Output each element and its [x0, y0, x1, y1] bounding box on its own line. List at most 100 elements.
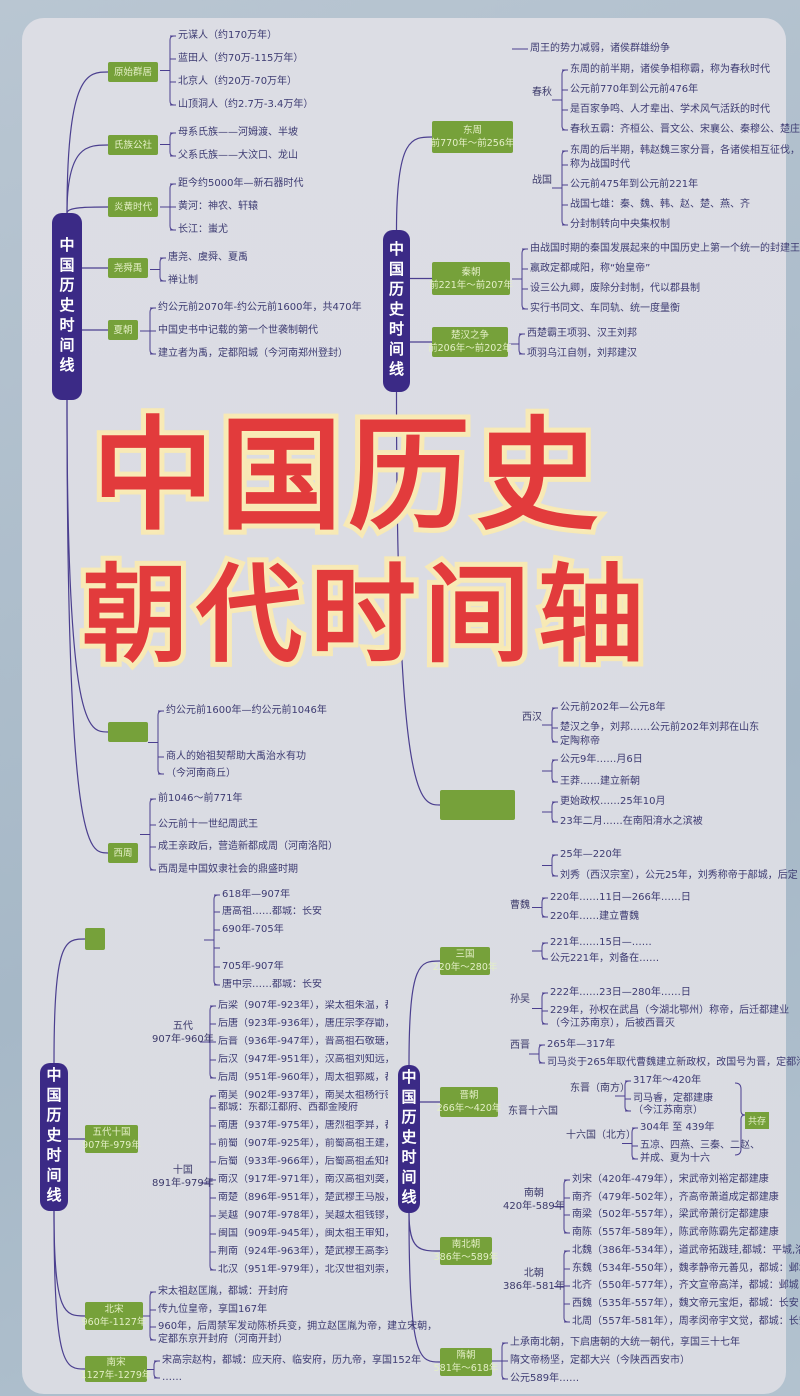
event-item: 项羽乌江自刎，刘邦建汉 — [527, 348, 637, 359]
sub-period-label: 春秋 — [532, 86, 552, 99]
sub-period-name: 东晋十六国 — [508, 1106, 558, 1117]
event-item: 宋高宗赵构，都城：应天府、临安府，历九帝，享国152年 — [162, 1355, 422, 1366]
dynasty-node: 尧舜禹 — [108, 258, 148, 278]
event-item: 母系氏族——河姆渡、半坡 — [178, 127, 298, 138]
sub-period-name: 春秋 — [532, 87, 552, 98]
dynasty-node: 三国 220年～280年 — [433, 947, 497, 975]
period-range: 前770年～前256年 — [430, 138, 515, 149]
event-item: 东周的后半期，韩赵魏三家分晋，各诸侯相互征伐， — [570, 145, 800, 156]
period-range: 891年-979年 — [152, 1178, 214, 1189]
event-item: 更始政权……25年10月 — [560, 796, 666, 807]
event-item: 西楚霸王项羽、汉王刘邦 — [527, 328, 637, 339]
event-item: 南梁（502年-557年），梁武帝萧衍定都建康 — [572, 1209, 769, 1220]
event-item: 后梁（907年-923年），梁太祖朱温，都城：开封 — [218, 1000, 388, 1011]
period-range: 220年～280年 — [432, 962, 498, 973]
event-item: 北周（557年-581年），周孝闵帝宇文觉，都城：长安 — [572, 1316, 800, 1327]
event-item: 蓝田人（约70万-115万年） — [178, 53, 304, 64]
event-item: 周王的势力减弱，诸侯群雄纷争 — [530, 43, 670, 54]
event-item: 304年 至 439年 — [640, 1122, 715, 1133]
event-item: 分封制转向中央集权制 — [570, 219, 670, 230]
sub-period-name: 战国 — [532, 175, 552, 186]
period-range: 前221年～前207年 — [429, 279, 513, 291]
event-item: 上承南北朝，下启唐朝的大统一朝代，享国三十七年 — [510, 1337, 740, 1348]
dynasty-node: 夏朝 — [108, 320, 138, 340]
event-item: 隋文帝杨坚，定都大兴（今陕西西安市） — [510, 1355, 690, 1366]
dynasty-node — [108, 722, 148, 742]
event-item: 是百家争鸣、人才辈出、学术风气活跃的时代 — [570, 104, 770, 115]
event-item: 楚汉之争，刘邦……公元前202年刘邦在山东 — [560, 722, 760, 733]
dynasty-node — [440, 790, 515, 820]
event-item: 南唐（937年-975年），唐烈祖李昪，都城：江宁府 — [218, 1120, 388, 1131]
dynasty-name: 五代十国 — [92, 1127, 131, 1138]
event-item: 公元前十一世纪周武王 — [158, 819, 258, 830]
sub-period-label: 东晋（南方） — [570, 1082, 630, 1095]
event-item: 山顶洞人（约2.7万-3.4万年） — [178, 99, 314, 110]
event-item: 23年二月……在南阳淯水之滨被 — [560, 816, 703, 827]
period-range: 386年-581年 — [503, 1281, 565, 1292]
event-item: 约公元前2070年-约公元前1600年，共470年 — [158, 302, 362, 313]
coexist-badge: 共存 — [745, 1112, 770, 1129]
event-item: 25年—220年 — [560, 849, 622, 860]
sub-period-label: 东晋十六国 — [508, 1105, 558, 1118]
event-item: 618年—907年 — [222, 889, 291, 900]
event-item: 690年-705年 — [222, 924, 284, 935]
event-item: 后周（951年-960年），周太祖郭威，都城：开封 — [218, 1072, 388, 1083]
dynasty-name: 隋朝 — [456, 1350, 476, 1361]
timeline-root: 中国历史时间线 — [398, 1065, 420, 1213]
event-item: 称为战国时代 — [570, 159, 630, 170]
event-item: 960年，后周禁军发动陈桥兵变，拥立赵匡胤为帝，建立宋朝， — [158, 1321, 438, 1332]
event-item: 317年～420年 — [633, 1075, 702, 1086]
event-item: 传九位皇帝，享国167年 — [158, 1304, 268, 1315]
event-item: 设三公九卿，废除分封制，代以郡县制 — [530, 283, 700, 294]
event-item: 唐中宗……都城：长安 — [222, 979, 322, 990]
period-range: 266年～420年 — [436, 1103, 502, 1114]
dynasty-node: 东周前770年～前256年 — [430, 121, 515, 153]
event-item: 北汉（951年-979年），北汉世祖刘崇，太原府 — [218, 1264, 388, 1275]
event-item: 北齐（550年-577年），齐文宣帝高洋，都城：邺城 — [572, 1280, 799, 1291]
event-item: 东周的前半期，诸侯争相称霸，称为春秋时代 — [570, 64, 770, 75]
dynasty-node: 楚汉之争前206年～前202年 — [428, 327, 512, 357]
dynasty-name: 南北朝 — [451, 1239, 481, 1250]
event-item: 中国史书中记载的第一个世袭制朝代 — [158, 325, 318, 336]
timeline-root: 中国历史时间线 — [383, 230, 410, 392]
sub-period-label: 北朝 386年-581年 — [503, 1267, 565, 1293]
event-item: 王莽……建立新朝 — [560, 776, 640, 787]
dynasty-name: 晋朝 — [459, 1090, 479, 1101]
event-item: …… — [162, 1372, 182, 1383]
dynasty-node: 西周 — [108, 843, 138, 863]
dynasty-name: 原始群居 — [113, 66, 152, 78]
event-item: 前蜀（907年-925年），前蜀高祖王建，都城：成都 — [218, 1138, 388, 1149]
event-item: （今江苏南京） — [633, 1105, 703, 1116]
event-item: 东魏（534年-550年），魏孝静帝元善见，都城：邺城 — [572, 1263, 800, 1274]
dynasty-name: 楚汉之争 — [450, 330, 489, 341]
sub-period-name: 北朝 — [523, 1268, 544, 1279]
event-item: 成王亲政后，营造新都成周（河南洛阳） — [158, 841, 338, 852]
event-item: 吴越（907年-978年），吴越太祖钱镠，都城杭州 — [218, 1210, 388, 1221]
sub-period-label: 十六国（北方） — [566, 1129, 636, 1142]
event-item: 嬴政定都咸阳，称“始皇帝” — [530, 263, 651, 274]
dynasty-name: 西周 — [113, 847, 133, 859]
event-item: 220年……建立曹魏 — [550, 911, 640, 922]
event-item: 公元前475年到公元前221年 — [570, 179, 699, 190]
event-item: 北魏（386年-534年），道武帝拓跋珪,都城：平城,洛阳 — [572, 1245, 800, 1256]
event-item: 战国七雄：秦、魏、韩、赵、楚、燕、齐 — [570, 199, 750, 210]
dynasty-name: 三国 — [455, 949, 475, 960]
dynasty-node — [85, 928, 105, 950]
period-range: 386年～589年 — [433, 1252, 499, 1263]
dynasty-node: 炎黄时代 — [108, 197, 158, 217]
dynasty-node: 南北朝 386年～589年 — [434, 1237, 498, 1265]
sub-period-label: 曹魏 — [510, 899, 530, 912]
event-item: 西魏（535年-557年），魏文帝元宝炬，都城：长安 — [572, 1298, 799, 1309]
timeline-root: 中国历史时间线 — [40, 1063, 68, 1211]
sub-period-label: 孙吴 — [510, 993, 530, 1006]
sub-period-name: 东晋（南方） — [570, 1083, 630, 1094]
event-item: （今河南商丘） — [166, 768, 236, 779]
event-item: 前1046～前771年 — [158, 793, 243, 804]
event-item: 唐尧、虞舜、夏禹 — [168, 252, 248, 263]
timeline-root: 中国历史时间线 — [52, 213, 82, 400]
event-item: 元谋人（约170万年） — [178, 30, 278, 41]
